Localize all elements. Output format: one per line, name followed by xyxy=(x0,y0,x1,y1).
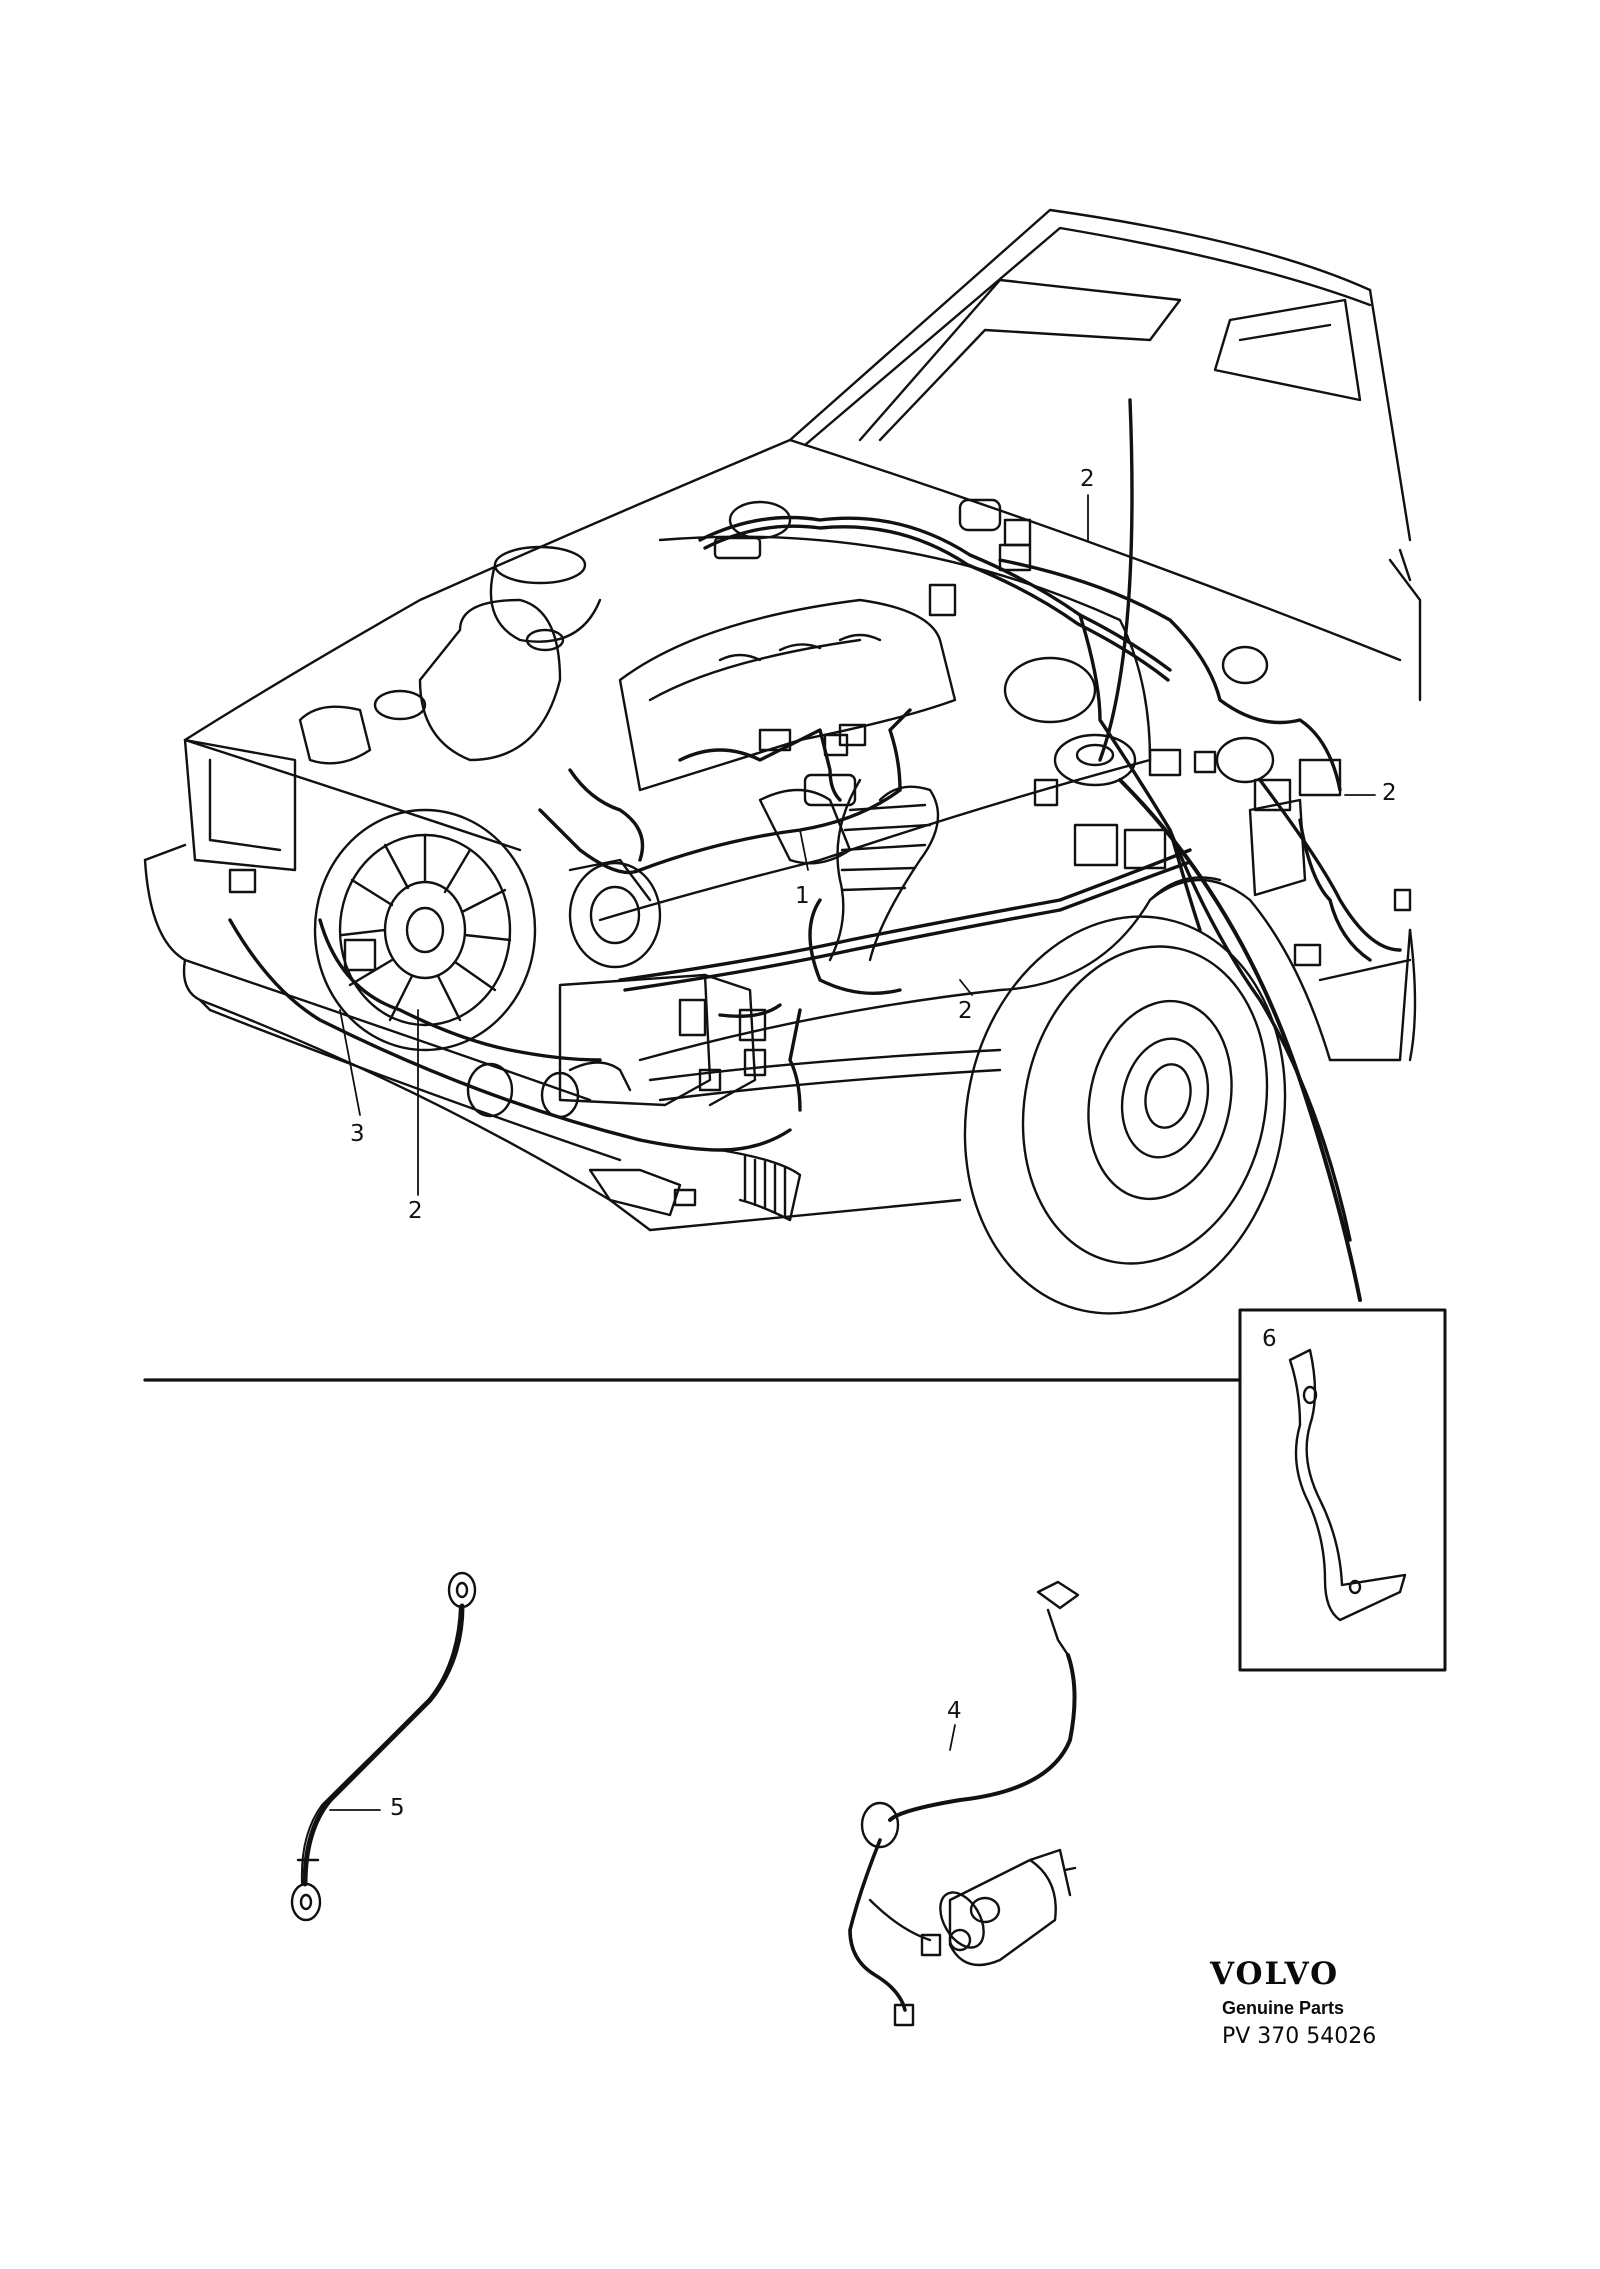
detail-box-6 xyxy=(1238,1308,1447,1672)
ground-strap-5 xyxy=(290,1571,477,1922)
callout-5: 5 xyxy=(390,1795,405,1821)
callout-2-right: 2 xyxy=(1382,780,1397,806)
detail-leader xyxy=(1118,778,1362,1302)
callout-leaders xyxy=(329,494,1376,1811)
callout-6: 6 xyxy=(1262,1326,1277,1352)
callout-4: 4 xyxy=(947,1698,962,1724)
part-diagram-code: PV 370 54026 xyxy=(1222,2024,1377,2049)
callout-2-fender: 2 xyxy=(958,998,973,1024)
cable-assembly-4 xyxy=(848,1580,1080,2027)
callout-2-front: 2 xyxy=(408,1198,423,1224)
callout-3: 3 xyxy=(350,1121,365,1147)
car-body xyxy=(143,208,1422,1232)
genuine-parts-label: Genuine Parts xyxy=(1222,1998,1345,2018)
harness-connectors xyxy=(228,498,1412,1207)
volvo-logo: VOLVO xyxy=(1210,1956,1340,1992)
engine-assembly xyxy=(298,545,1307,1119)
callout-2-cowl: 2 xyxy=(1080,466,1095,492)
callout-1: 1 xyxy=(795,883,810,909)
front-wheel xyxy=(963,915,1287,1315)
wiring-harness xyxy=(228,398,1402,1242)
